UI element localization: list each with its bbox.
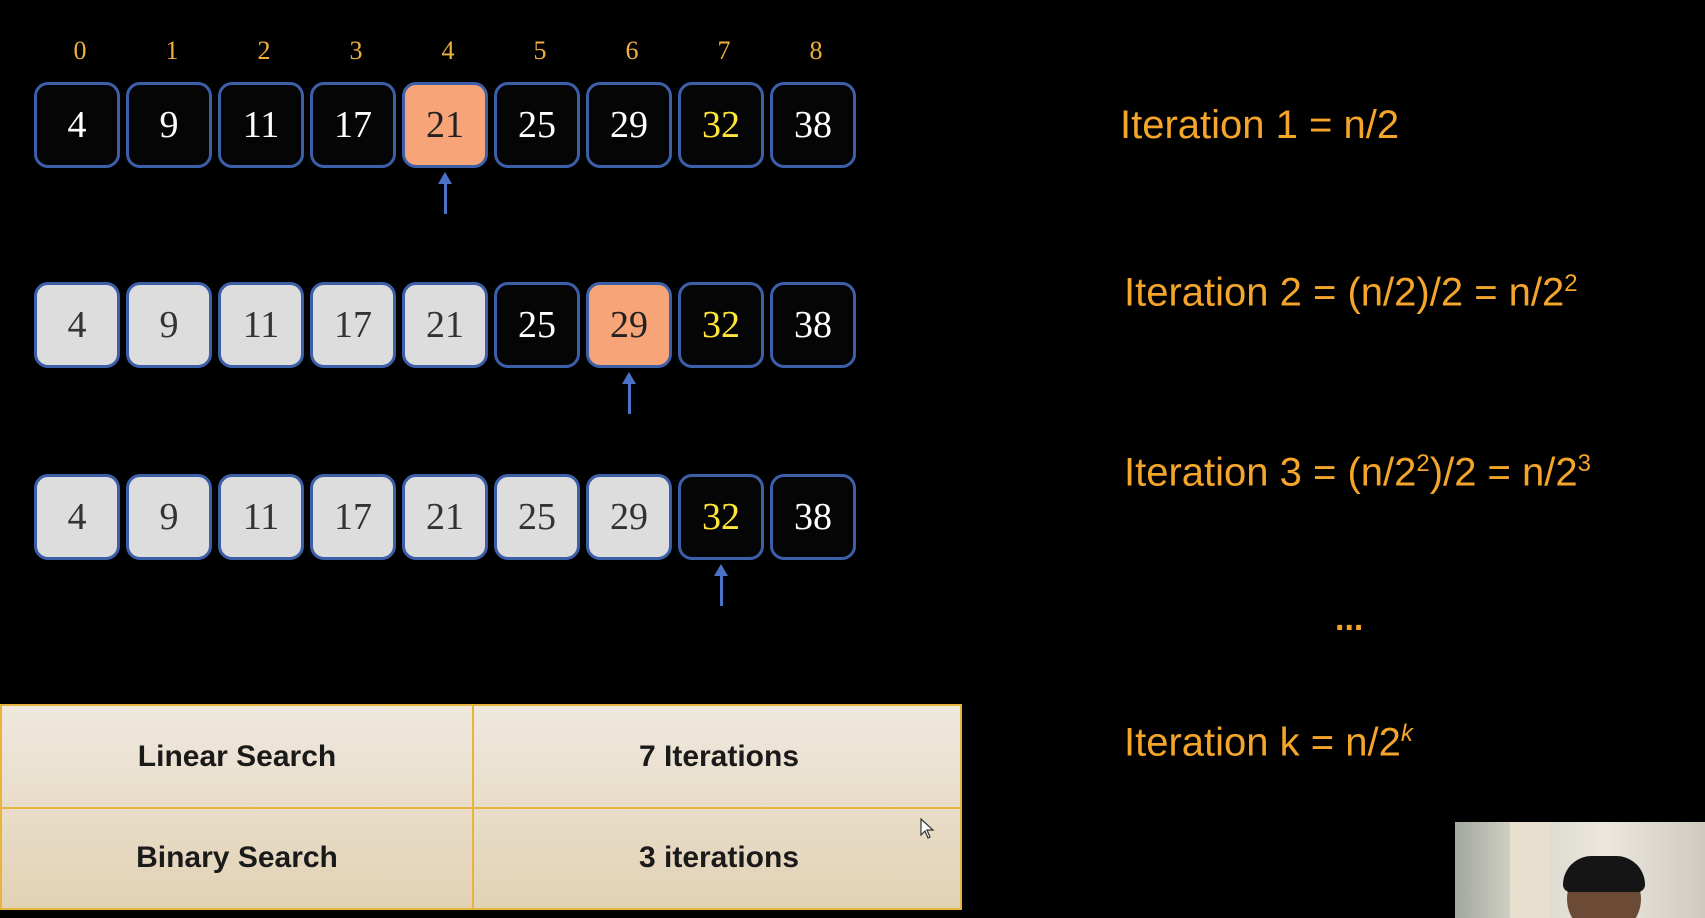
index-label: 2 [257, 36, 271, 65]
table-cell-result: 7 Iterations [638, 739, 800, 773]
iteration-k-formula: Iteration k = n/2k [1124, 720, 1413, 765]
array-cell: 4 [34, 282, 120, 368]
array-cell: 11 [218, 282, 304, 368]
iteration-3-exponent-a: 2 [1416, 450, 1430, 477]
array-cell: 25 [494, 474, 580, 560]
webcam-background [1510, 822, 1550, 918]
array-cell: 32 [678, 82, 764, 168]
array-cell: 4 [34, 474, 120, 560]
mouse-pointer-icon [920, 817, 936, 846]
iteration-1-text: Iteration 1 = n/2 [1120, 103, 1400, 147]
comparison-table: Linear Search 7 Iterations Binary Search… [0, 704, 962, 910]
iteration-3-text-b: )/2 = n/2 [1429, 450, 1578, 495]
index-label: 6 [625, 36, 639, 65]
array-cell: 11 [218, 82, 304, 168]
array-cell: 25 [494, 82, 580, 168]
presenter-webcam [1455, 822, 1705, 918]
iteration-2-formula: Iteration 2 = (n/2)/2 = n/22 [1124, 270, 1578, 315]
pointer-arrow-icon [437, 172, 452, 214]
table-cell-result: 3 iterations [638, 840, 800, 874]
array-cell: 9 [126, 82, 212, 168]
index-label: 0 [73, 36, 87, 65]
array-cell: 38 [770, 82, 856, 168]
pointer-arrow-icon [621, 372, 636, 414]
array-cell: 25 [494, 282, 580, 368]
array-cell: 21 [402, 282, 488, 368]
iteration-2-text: Iteration 2 = (n/2)/2 = n/2 [1124, 270, 1565, 315]
table-row: Linear Search 7 Iterations [2, 706, 960, 809]
array-cell: 29 [586, 282, 672, 368]
index-label: 4 [441, 36, 455, 65]
table-row: Binary Search 3 iterations [2, 807, 960, 908]
array-cell: 9 [126, 474, 212, 560]
iteration-k-exponent: k [1400, 720, 1413, 747]
iteration-3-exponent-b: 3 [1577, 450, 1591, 477]
array-cell: 17 [310, 282, 396, 368]
table-cell-method: Linear Search [2, 706, 474, 807]
array-cell: 29 [586, 474, 672, 560]
array-cell: 17 [310, 82, 396, 168]
array-cell: 29 [586, 82, 672, 168]
iteration-1-formula: Iteration 1 = n/2 [1120, 103, 1399, 148]
presenter-hair [1563, 856, 1645, 892]
array-cell: 38 [770, 474, 856, 560]
index-label: 7 [717, 36, 731, 65]
iteration-2-exponent: 2 [1564, 270, 1578, 297]
array-cell: 21 [402, 474, 488, 560]
pointer-arrow-icon [713, 564, 728, 606]
iteration-k-text: Iteration k = n/2 [1124, 720, 1401, 765]
ellipsis: ... [1335, 600, 1364, 638]
array-cell: 32 [678, 282, 764, 368]
index-label: 1 [165, 36, 179, 65]
array-cell: 9 [126, 282, 212, 368]
array-cell: 17 [310, 474, 396, 560]
table-cell-method: Binary Search [2, 807, 474, 908]
array-cell: 11 [218, 474, 304, 560]
array-cell: 4 [34, 82, 120, 168]
iteration-3-formula: Iteration 3 = (n/22)/2 = n/23 [1124, 450, 1591, 495]
index-label: 3 [349, 36, 363, 65]
index-label: 8 [809, 36, 823, 65]
array-cell: 21 [402, 82, 488, 168]
index-label: 5 [533, 36, 547, 65]
iteration-3-text-a: Iteration 3 = (n/2 [1124, 450, 1417, 495]
array-cell: 38 [770, 282, 856, 368]
array-cell: 32 [678, 474, 764, 560]
